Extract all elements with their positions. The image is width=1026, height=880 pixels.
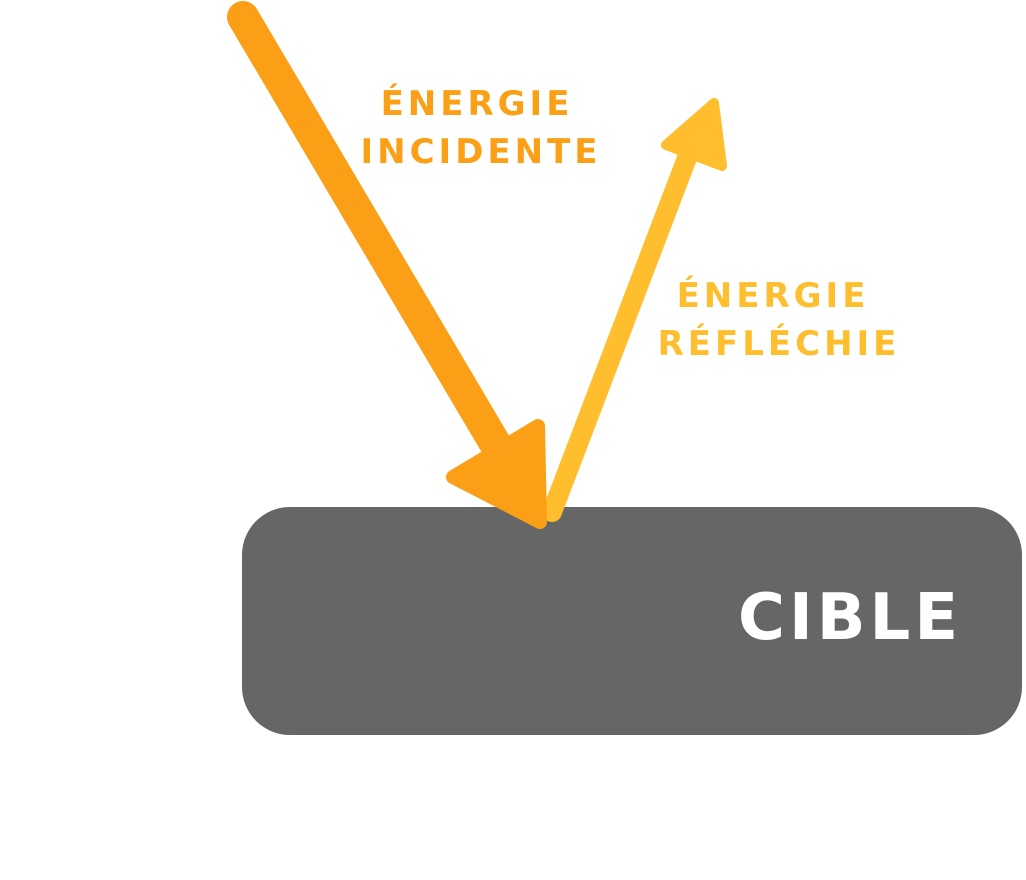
target-label: CIBLE: [738, 581, 962, 655]
incident-arrow-icon: [227, 1, 547, 529]
target-block: [242, 507, 1022, 735]
reflected-energy-label-line2: RÉFLÉCHIE: [658, 323, 901, 364]
incident-energy-label-line1: ÉNERGIE: [381, 83, 574, 124]
incident-energy-label-line2: INCIDENTE: [360, 132, 601, 172]
reflected-arrow-icon: [542, 98, 727, 522]
reflected-energy-label-line1: ÉNERGIE: [677, 275, 870, 316]
